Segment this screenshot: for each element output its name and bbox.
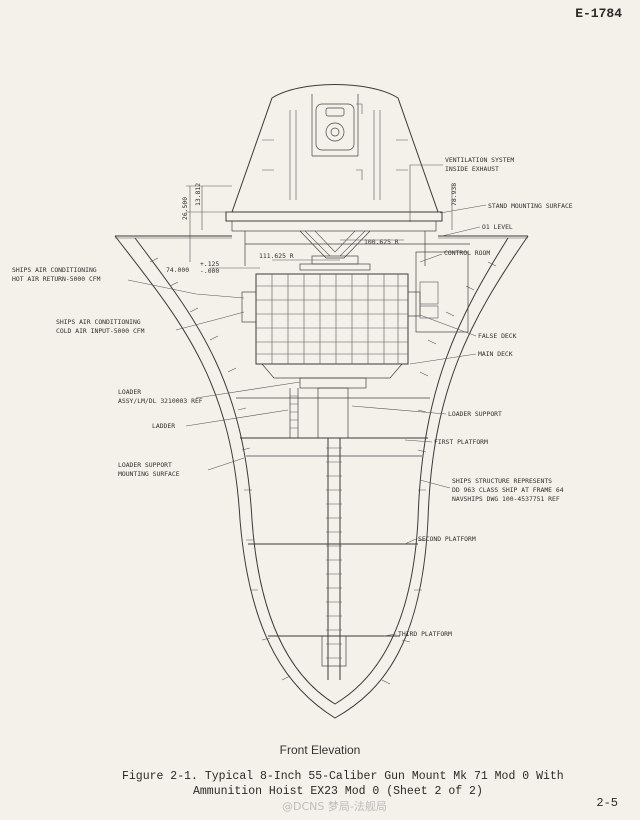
callout-loader-assy-sub: ASSY/LM/DL 3210003 REF: [118, 397, 203, 405]
callout-stand-mounting: STAND MOUNTING SURFACE: [488, 202, 573, 210]
dimension-labels: 26.500 13.812 78.938 100.625 R 111.625 R…: [166, 183, 458, 275]
callout-ladder: LADDER: [152, 422, 175, 430]
callout-loader-assy: LOADER: [118, 388, 141, 396]
hoist-column: [289, 377, 367, 680]
callout-o1-level: O1 LEVEL: [482, 223, 513, 231]
callout-third-platform: THIRD PLATFORM: [398, 630, 452, 638]
dim-100625: 100.625 R: [364, 238, 399, 246]
dim-111625: 111.625 R: [259, 252, 294, 260]
drawing-title: Front Elevation: [279, 743, 361, 757]
dimension-lines: [186, 185, 453, 269]
gun-house: [225, 84, 443, 232]
callout-cold-air-sub: COLD AIR INPUT-5000 CFM: [56, 327, 145, 335]
dim-tol-minus: -.000: [200, 267, 219, 275]
callout-ships-structure-2: DD 963 CLASS SHIP AT FRAME 64: [452, 486, 564, 494]
dim-tol-plus: +.125: [200, 260, 219, 268]
figure-caption-line-1: Figure 2-1. Typical 8-Inch 55-Caliber Gu…: [122, 770, 564, 783]
callout-hot-air: SHIPS AIR CONDITIONING: [12, 266, 97, 274]
dim-26500: 26.500: [181, 197, 189, 220]
callout-ships-structure-3: NAVSHIPS DWG 100-4537751 REF: [452, 495, 560, 503]
callout-control-room: CONTROL ROOM: [444, 249, 490, 257]
callout-first-platform: FIRST PLATFORM: [434, 438, 488, 446]
callout-hot-air-sub: HOT AIR RETURN-5000 CFM: [12, 275, 101, 283]
hull-outline: [114, 235, 529, 719]
callout-false-deck: FALSE DECK: [478, 332, 517, 340]
callout-ventilation-sub: INSIDE EXHAUST: [445, 165, 499, 173]
document-id: E-1784: [575, 6, 622, 21]
page-number: 2-5: [596, 796, 618, 810]
callout-loader-mount-sub: MOUNTING SURFACE: [118, 470, 180, 478]
callout-ventilation: VENTILATION SYSTEM: [445, 156, 514, 164]
callout-second-platform: SECOND PLATFORM: [418, 535, 476, 543]
callout-ships-structure: SHIPS STRUCTURE REPRESENTS: [452, 477, 552, 485]
callout-cold-air: SHIPS AIR CONDITIONING: [56, 318, 141, 326]
loader-drum: [241, 273, 421, 379]
callout-main-deck: MAIN DECK: [478, 350, 513, 358]
callout-loader-support: LOADER SUPPORT: [448, 410, 502, 418]
figure-caption-line-2: Ammunition Hoist EX23 Mod 0 (Sheet 2 of …: [193, 785, 483, 798]
left-callouts: SHIPS AIR CONDITIONING HOT AIR RETURN-50…: [12, 266, 203, 478]
platform-lines: [236, 397, 430, 637]
dim-78938: 78.938: [450, 183, 458, 206]
watermark: @DCNS 梦局-法舰局: [282, 800, 387, 813]
callout-loader-mount: LOADER SUPPORT: [118, 461, 172, 469]
leader-lines: [127, 164, 487, 637]
carriage: [244, 230, 426, 271]
dim-74000: 74.000: [166, 266, 189, 274]
dim-13812: 13.812: [194, 183, 202, 206]
right-callouts: VENTILATION SYSTEM INSIDE EXHAUST STAND …: [398, 156, 573, 638]
